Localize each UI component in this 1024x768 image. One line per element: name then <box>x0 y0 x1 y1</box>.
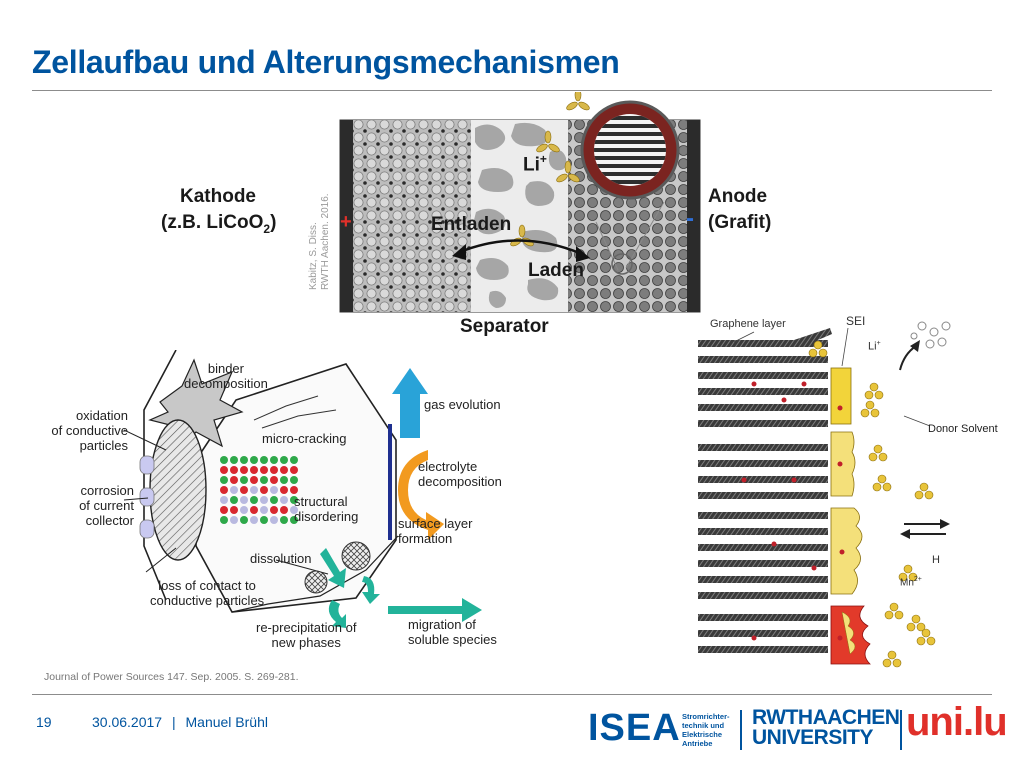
ion-arrow <box>459 239 583 256</box>
gas-evolution-label: gas evolution <box>424 397 501 412</box>
sei-layer-2 <box>830 431 856 497</box>
binder-star <box>148 358 244 454</box>
title-rule <box>32 90 992 91</box>
gas-arrow <box>392 368 428 438</box>
dissolved-particle-2 <box>304 570 328 594</box>
cathode-example: (z.B. LiCoO2) <box>161 212 277 236</box>
logo-divider-1 <box>740 710 742 750</box>
cell-source-line2: RWTH Aachen. 2016. <box>320 193 331 290</box>
sei-layer-1 <box>830 367 852 425</box>
gas-bubbles <box>910 321 951 349</box>
graphite-layers <box>594 114 666 186</box>
sei-label: SEI <box>846 314 866 328</box>
li-ion-label: Li+ <box>523 152 547 176</box>
footer-rule <box>32 694 992 695</box>
h-plus-label: H <box>932 554 940 566</box>
anode-collector <box>687 120 700 312</box>
footer-author: Manuel Brühl <box>185 714 269 730</box>
footer-meta: 30.06.2017 | Manuel Brühl <box>92 714 268 730</box>
graphene-label: Graphene layer <box>710 318 786 330</box>
dissolution-label: dissolution <box>250 551 312 566</box>
page-number: 19 <box>36 714 52 730</box>
citation: Journal of Power Sources 147. Sep. 2005.… <box>44 671 299 683</box>
footer-separator: | <box>171 714 176 730</box>
rwth-logo: RWTHAACHEN UNIVERSITY <box>752 706 900 749</box>
page-title: Zellaufbau und Alterungsmechanismen <box>32 44 620 80</box>
sei-layer-3 <box>830 507 863 595</box>
cathode-region <box>353 120 471 312</box>
separator-label: Separator <box>460 316 549 337</box>
unilu-logo: uni.lu <box>906 700 1008 744</box>
plus-sign: + <box>340 211 352 233</box>
microcracking-label: micro-cracking <box>262 431 347 446</box>
cathode-label: Kathode <box>180 186 256 207</box>
anode-label: Anode <box>708 186 768 207</box>
donor-solvent-label: Donor Solvent <box>928 423 998 435</box>
anode-aging-diagram <box>698 321 951 668</box>
conductive-particle <box>149 419 207 561</box>
electrolyte-arrow <box>398 450 444 540</box>
green-arrows <box>320 548 482 628</box>
graphene-layers <box>698 340 828 653</box>
cell-source-line1: Kabitz, S. Diss. <box>308 222 319 290</box>
dissolved-particle-1 <box>341 541 371 571</box>
footer-date: 30.06.2017 <box>92 714 163 730</box>
minus-sign: - <box>686 205 694 232</box>
donor-solvent-molecules <box>808 340 936 668</box>
mn-label: Mn2+ <box>900 576 922 589</box>
isea-logo: ISEA <box>588 707 681 749</box>
cell-diagram: + - Kabitz, S. Diss. RWTH Aachen. 2016. <box>308 92 701 313</box>
solvent-molecules <box>510 92 590 247</box>
separator-pores <box>474 122 567 308</box>
charge-label: Laden <box>528 260 584 281</box>
li-label: Li+ <box>868 340 881 353</box>
logo-divider-2 <box>900 710 902 750</box>
discharge-label: Entladen <box>431 214 512 235</box>
cathode-collector <box>340 120 353 312</box>
cathode-aging-diagram <box>123 350 482 628</box>
anode-example: (Grafit) <box>708 212 772 233</box>
structural-grid <box>220 456 298 524</box>
